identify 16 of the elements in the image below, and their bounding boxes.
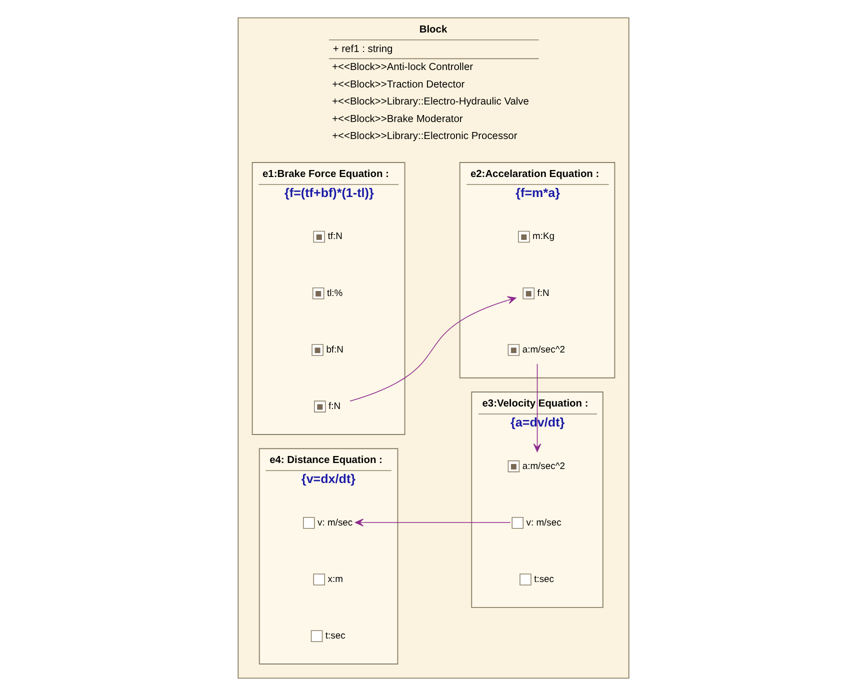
- node-label: a:m/sec^2: [522, 343, 564, 354]
- node-label: v: m/sec: [526, 516, 561, 528]
- arrow: [349, 296, 516, 402]
- arrow: [354, 518, 510, 526]
- node-label: tf:N: [327, 230, 342, 242]
- node-label: bf:N: [326, 343, 343, 354]
- node-label: t:sec: [324, 630, 345, 641]
- node-label: t:sec: [534, 572, 554, 584]
- node-label: x:m: [327, 572, 342, 584]
- node-label: f:N: [328, 400, 340, 412]
- arrow: [532, 364, 541, 452]
- node-label: tl:%: [326, 286, 342, 298]
- node-label: v: m/sec: [317, 516, 352, 528]
- node-label: f:N: [536, 286, 549, 298]
- node-label: m:Kg: [532, 230, 554, 242]
- node-label: a:m/sec^2: [522, 460, 564, 471]
